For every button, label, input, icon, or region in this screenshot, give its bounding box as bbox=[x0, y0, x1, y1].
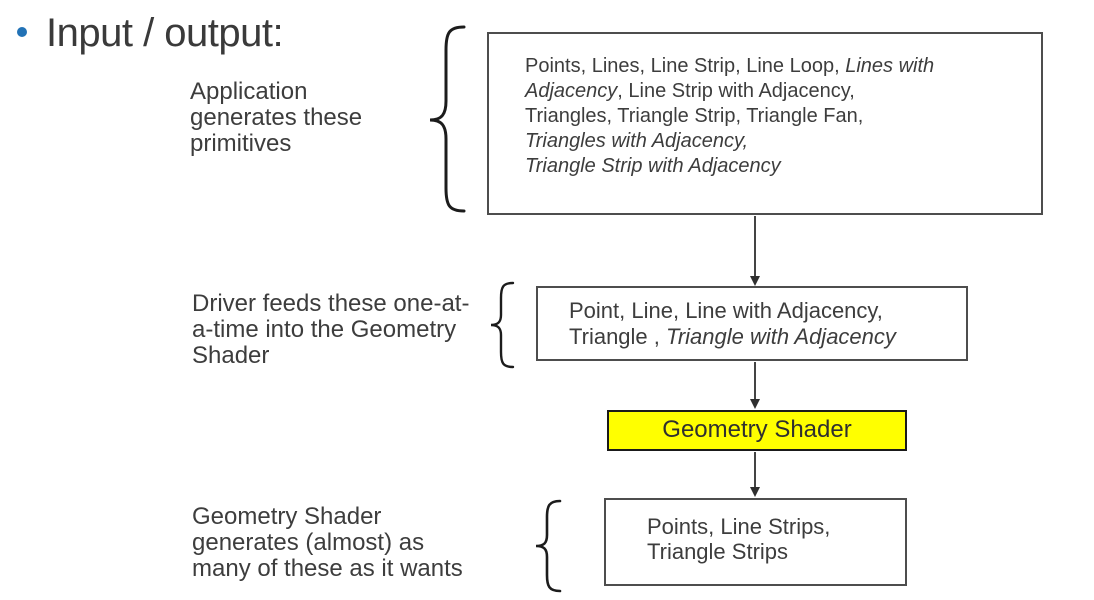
gs-input-primitives-box: Point, Line, Line with Adjacency, Triang… bbox=[536, 286, 968, 361]
curly-brace-icon-bottom bbox=[535, 499, 562, 593]
label-application-generates: Application generates these primitives bbox=[190, 78, 363, 157]
geometry-shader-box: Geometry Shader bbox=[607, 410, 907, 451]
curly-brace-icon-top bbox=[429, 25, 466, 213]
arrow-down-icon-1 bbox=[750, 216, 760, 286]
arrow-down-icon-3 bbox=[750, 452, 760, 497]
app-primitives-box: Points, Lines, Line Strip, Line Loop, Li… bbox=[487, 32, 1043, 215]
page-title: Input / output: bbox=[46, 11, 284, 55]
arrow-down-icon-2 bbox=[750, 362, 760, 409]
bullet-icon bbox=[17, 27, 27, 37]
label-driver-feeds: Driver feeds these one-at- a-time into t… bbox=[192, 290, 470, 369]
curly-brace-icon-middle bbox=[490, 281, 515, 369]
gs-output-primitives-box: Points, Line Strips, Triangle Strips bbox=[604, 498, 907, 586]
label-shader-generates: Geometry Shader generates (almost) as ma… bbox=[192, 503, 463, 582]
